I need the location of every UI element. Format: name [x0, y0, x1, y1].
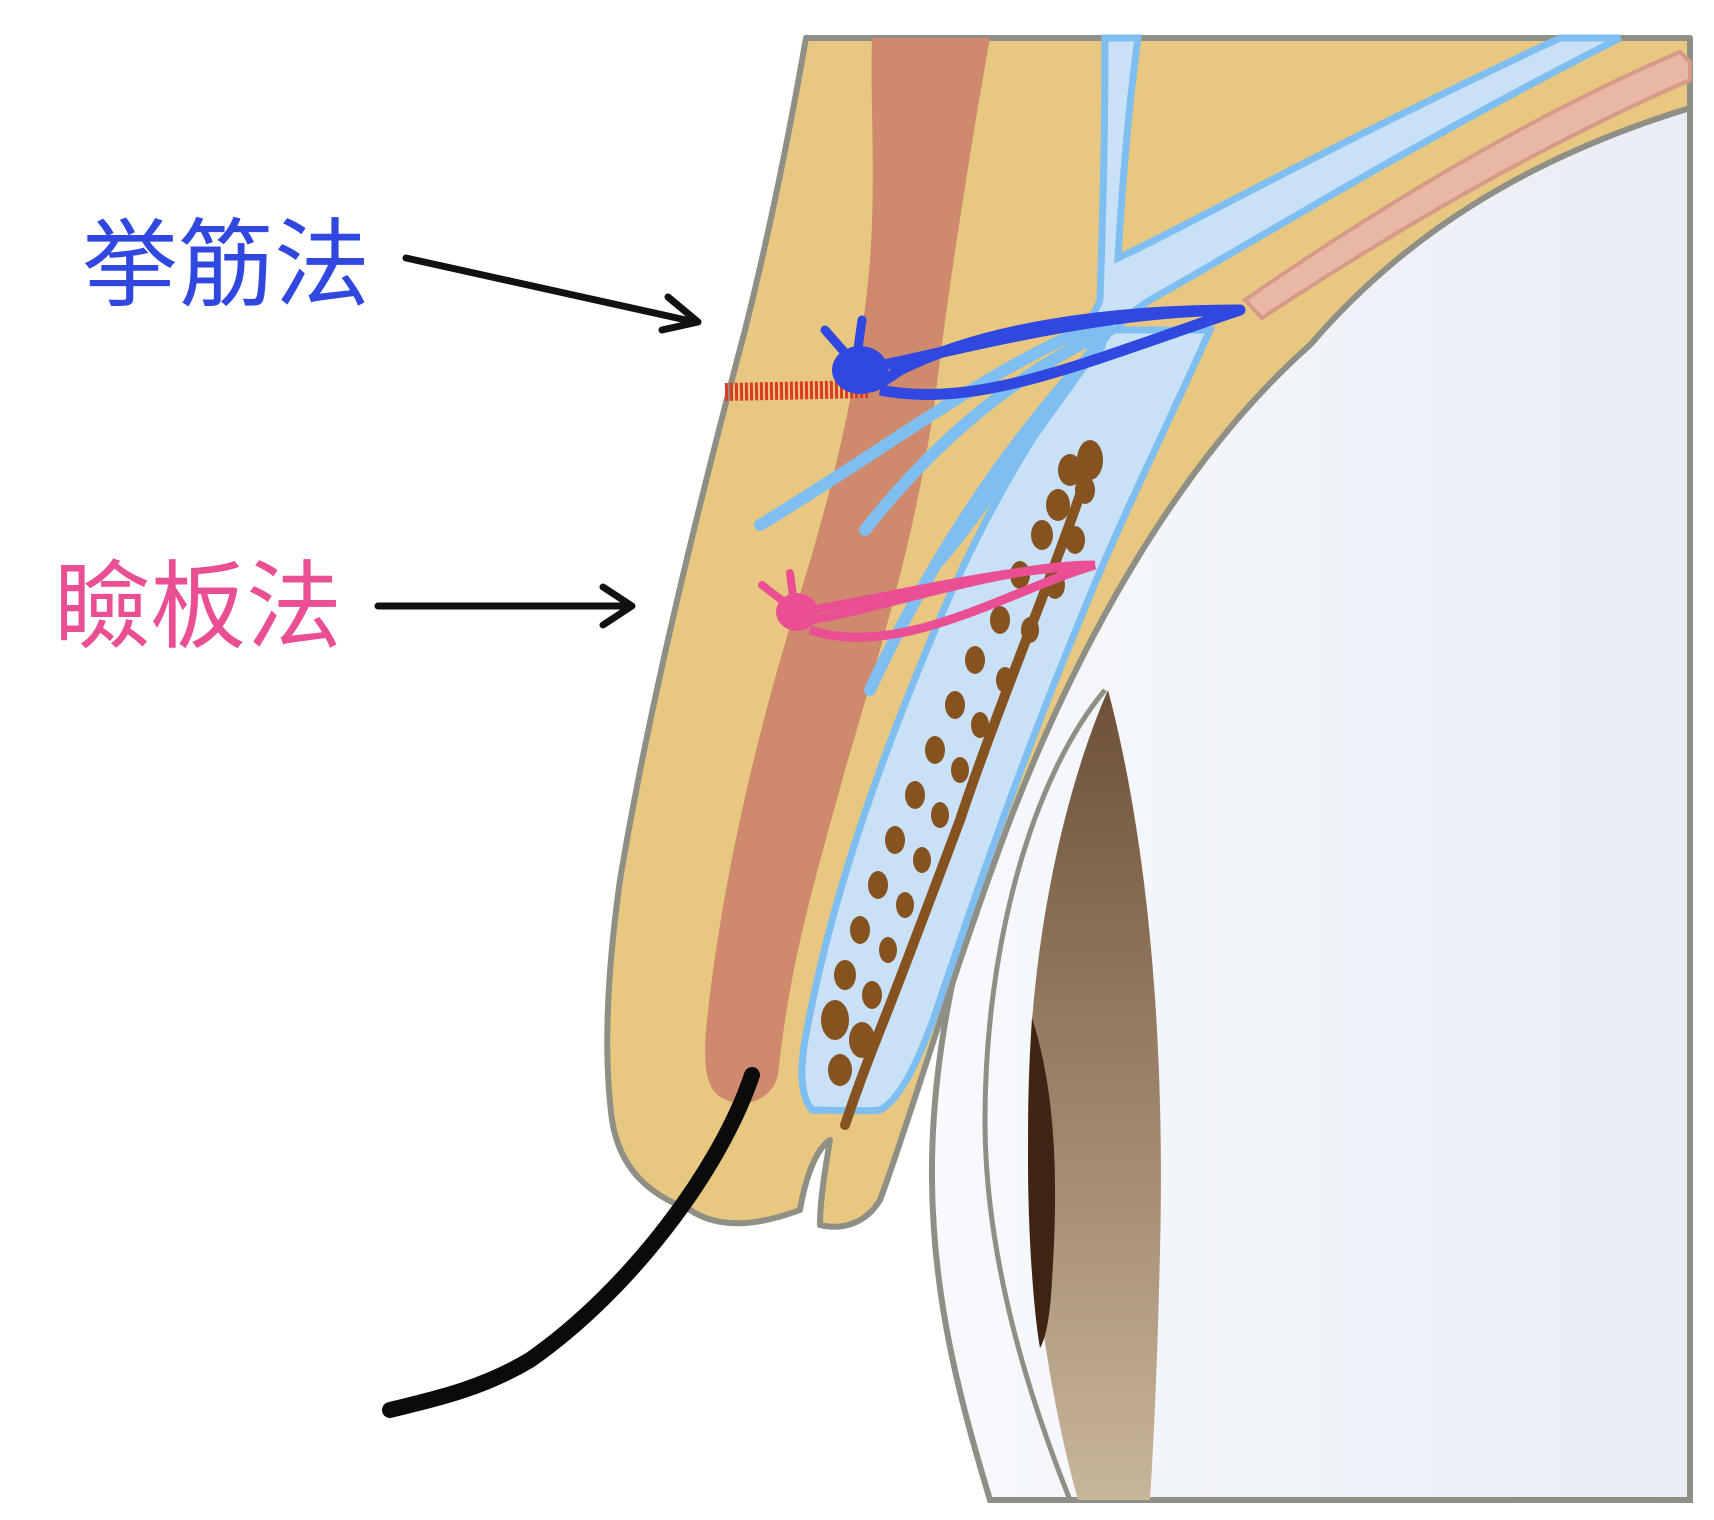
- tarsal-arrow-head: [599, 583, 636, 629]
- tarsal-method-suture: [758, 560, 1097, 642]
- tarsal-suture-return: [808, 560, 1097, 642]
- levator-suture-return: [878, 304, 1242, 401]
- levator-arrow-shaft: [402, 254, 699, 326]
- eyelash: [382, 1067, 760, 1418]
- levator-method-suture: [820, 304, 1246, 401]
- levator-suture-ends: [820, 315, 867, 375]
- cornea-outline: [982, 688, 1107, 1501]
- levator-arrow-head: [658, 293, 702, 334]
- pupil: [1028, 1018, 1056, 1348]
- tarsal-suture-ends: [758, 569, 801, 616]
- levator-muscle: [1241, 49, 1692, 321]
- levator-suture-loop: [854, 304, 1246, 393]
- tarsal-method-label: 瞼板法: [54, 551, 342, 663]
- eyeball: [928, 104, 1693, 1503]
- arrow-right-icon: [374, 583, 636, 629]
- levator-method-label: 挙筋法: [82, 209, 370, 321]
- aponeurosis-fibers: [754, 314, 1116, 696]
- iris: [1028, 690, 1161, 1500]
- orbicularis-muscle: [705, 38, 990, 1104]
- arrow-right-icon: [402, 254, 702, 334]
- septum-band: [1076, 34, 1622, 349]
